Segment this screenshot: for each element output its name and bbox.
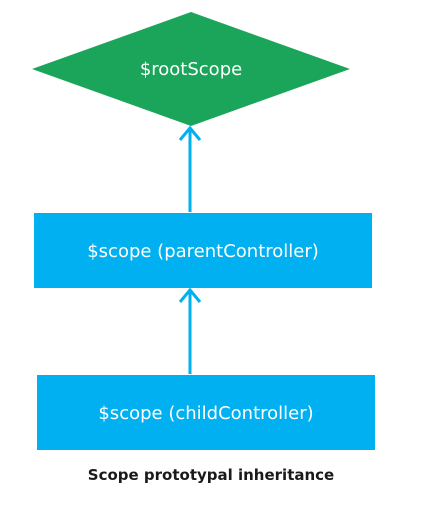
edge-parent-to-root bbox=[178, 125, 202, 212]
child-scope-node: $scope (childController) bbox=[37, 375, 375, 450]
edge-child-to-parent bbox=[178, 287, 202, 374]
parent-scope-label: $scope (parentController) bbox=[87, 241, 319, 262]
diagram-caption: Scope prototypal inheritance bbox=[87, 466, 335, 484]
root-scope-diamond bbox=[32, 12, 350, 126]
parent-scope-box bbox=[34, 213, 372, 288]
parent-scope-node: $scope (parentController) bbox=[34, 213, 372, 288]
root-scope-label: $rootScope bbox=[140, 59, 242, 80]
root-scope-node: $rootScope bbox=[32, 12, 350, 126]
child-scope-label: $scope (childController) bbox=[98, 403, 313, 424]
child-scope-box bbox=[37, 375, 375, 450]
